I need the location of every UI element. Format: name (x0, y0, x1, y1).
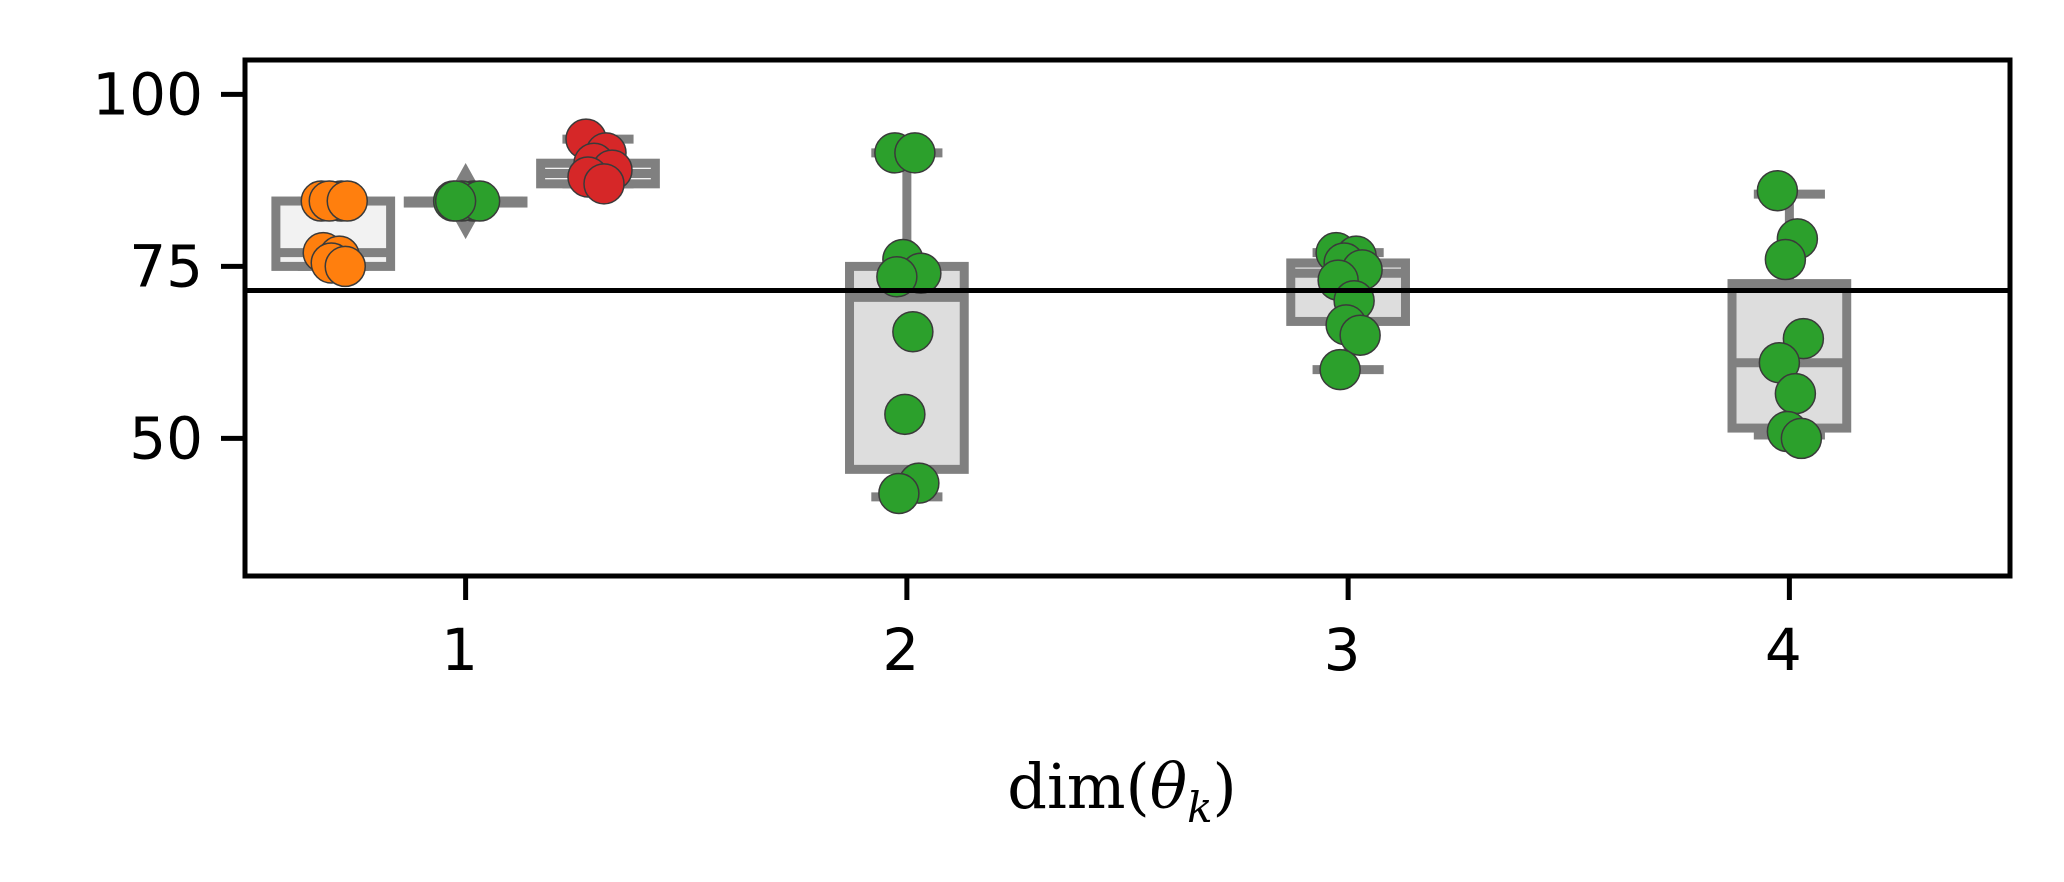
x-tick-label: 4 (1765, 616, 1802, 684)
box-group (1727, 169, 1852, 460)
data-point (884, 393, 926, 436)
data-point (1319, 348, 1361, 391)
box-group (845, 132, 969, 515)
axis-layer: 50 75 100 1 2 3 4 (92, 60, 1802, 684)
box-group (536, 118, 660, 205)
data-point (878, 472, 920, 515)
x-axis-label: dim(θk) (1007, 750, 1236, 832)
data-point (894, 132, 936, 174)
data-point (1780, 417, 1823, 460)
x-tick-label: 2 (882, 616, 919, 684)
x-axis-label-close: ) (1213, 750, 1237, 823)
x-tick-label: 1 (441, 616, 478, 684)
series-layer (271, 118, 1852, 515)
plot-frame (242, 57, 2013, 579)
box-group (271, 180, 396, 288)
data-point (1774, 372, 1817, 415)
data-point (326, 180, 368, 222)
data-point (434, 180, 477, 222)
y-tick-label: 100 (92, 60, 203, 128)
data-point (1339, 314, 1381, 356)
x-axis-label-subscript: k (1187, 783, 1212, 832)
data-point (583, 163, 625, 205)
data-point (892, 311, 934, 353)
x-tick-label: 3 (1324, 616, 1361, 684)
box-group (403, 162, 528, 240)
data-point (1764, 238, 1807, 281)
y-tick-label: 75 (129, 232, 203, 300)
y-tick-label: 50 (129, 404, 203, 472)
data-point (1756, 169, 1799, 212)
x-axis-label-theta: θ (1150, 750, 1187, 823)
data-point (324, 245, 366, 288)
data-point (876, 255, 918, 298)
plot-area (245, 60, 2010, 576)
